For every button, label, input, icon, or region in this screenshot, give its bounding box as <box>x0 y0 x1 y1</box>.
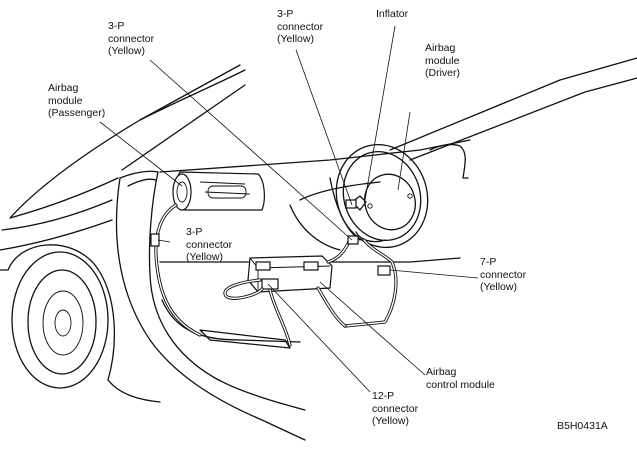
label-airbag-module-driver: Airbag module (Driver) <box>425 42 460 79</box>
label-inflator: Inflator <box>376 8 409 20</box>
label-airbag-module-passenger: Airbag module (Passenger) <box>48 82 106 119</box>
label-12p-connector: 12-P connector (Yellow) <box>372 390 419 427</box>
label-airbag-control-module: Airbag control module <box>426 366 495 391</box>
label-7p-connector: 7-P connector (Yellow) <box>480 256 527 293</box>
label-3p-connector-top-left: 3-P connector (Yellow) <box>108 20 155 57</box>
label-3p-connector-middle: 3-P connector (Yellow) <box>186 226 233 263</box>
figure-code: B5H0431A <box>557 420 608 432</box>
passenger-airbag-module <box>172 171 265 211</box>
wiring-harness <box>150 203 398 347</box>
airbag-control-module <box>247 255 333 293</box>
leader-lines <box>99 25 479 393</box>
label-3p-connector-top-right: 3-P connector (Yellow) <box>277 8 324 45</box>
steering-wheel <box>329 143 429 249</box>
